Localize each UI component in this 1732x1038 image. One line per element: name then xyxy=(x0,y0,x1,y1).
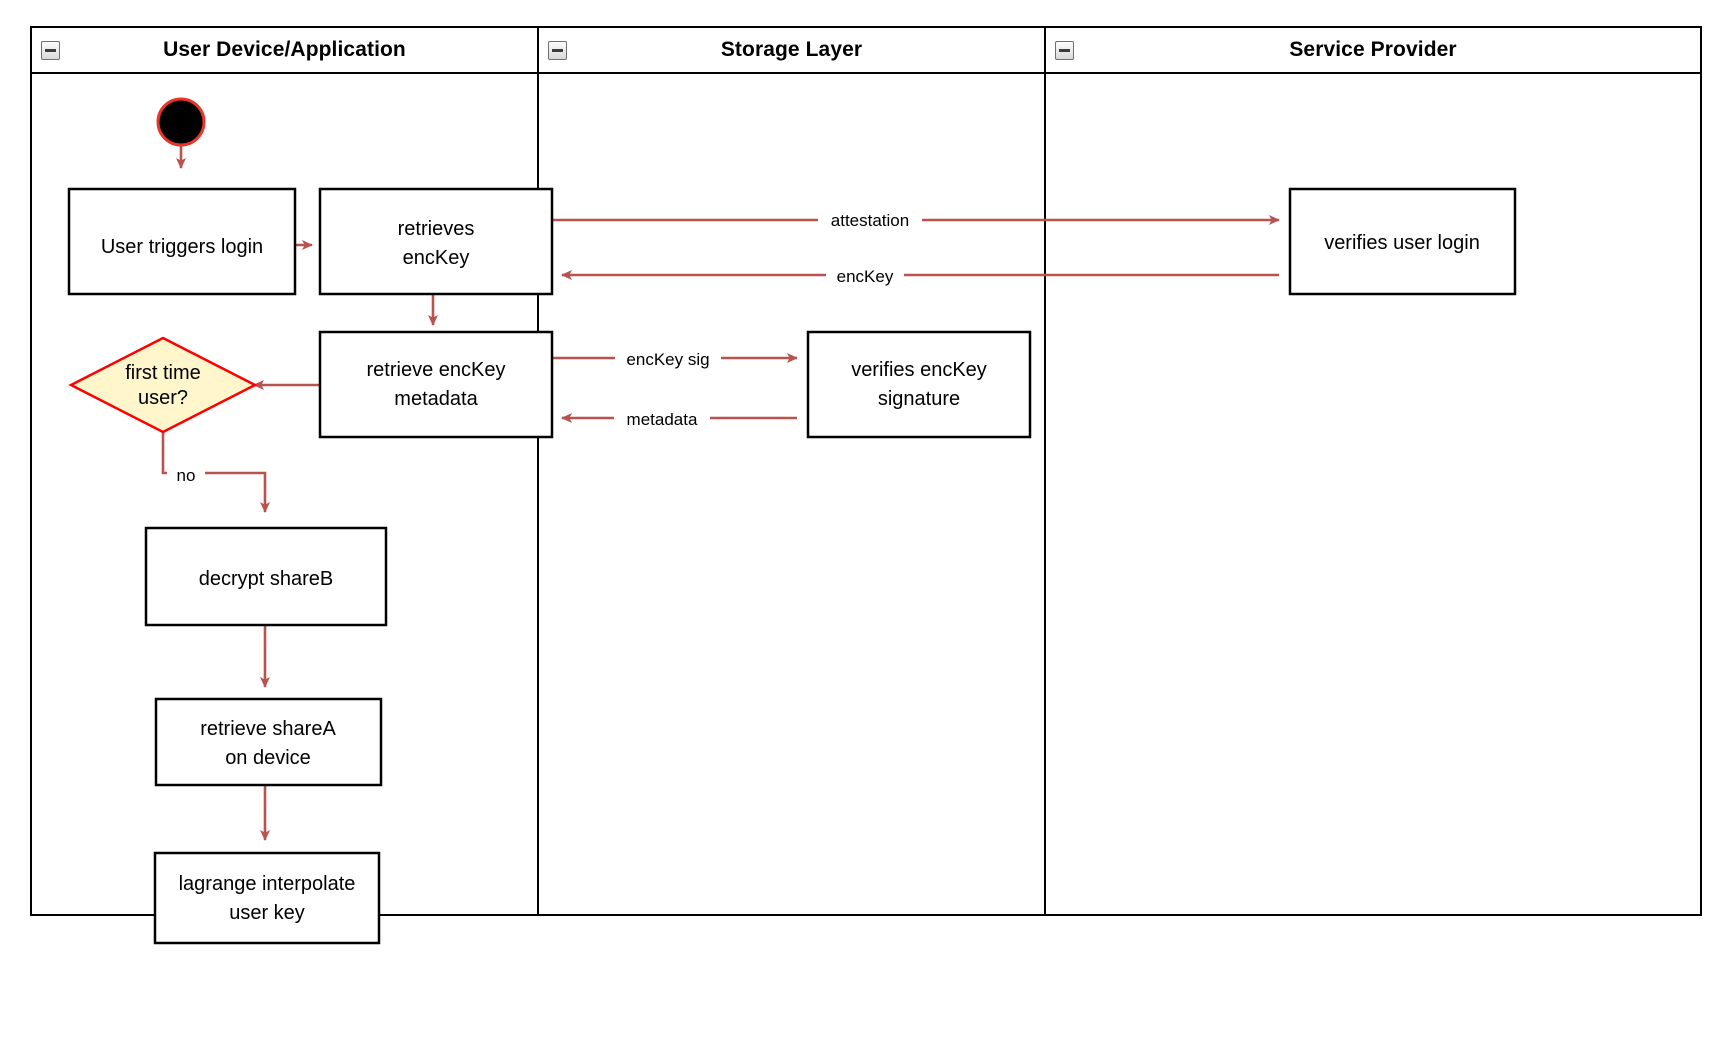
minus-glyph xyxy=(1059,49,1070,52)
lane-separator-2 xyxy=(1044,28,1046,914)
lane-title-user-device: User Device/Application xyxy=(163,38,406,61)
minus-glyph xyxy=(552,49,563,52)
collapse-minus-icon[interactable] xyxy=(41,41,60,60)
collapse-minus-icon[interactable] xyxy=(1055,41,1074,60)
lane-title-storage: Storage Layer xyxy=(720,38,863,61)
lane-header-storage: Storage Layer xyxy=(539,28,1044,74)
lane-title-service-provider: Service Provider xyxy=(1289,38,1457,61)
lane-header-user-device: User Device/Application xyxy=(32,28,537,74)
minus-glyph xyxy=(45,49,56,52)
collapse-minus-icon[interactable] xyxy=(548,41,567,60)
swimlane-pool: User Device/Application Storage Layer Se… xyxy=(30,26,1702,916)
lane-separator-1 xyxy=(537,28,539,914)
lane-header-service-provider: Service Provider xyxy=(1046,28,1700,74)
